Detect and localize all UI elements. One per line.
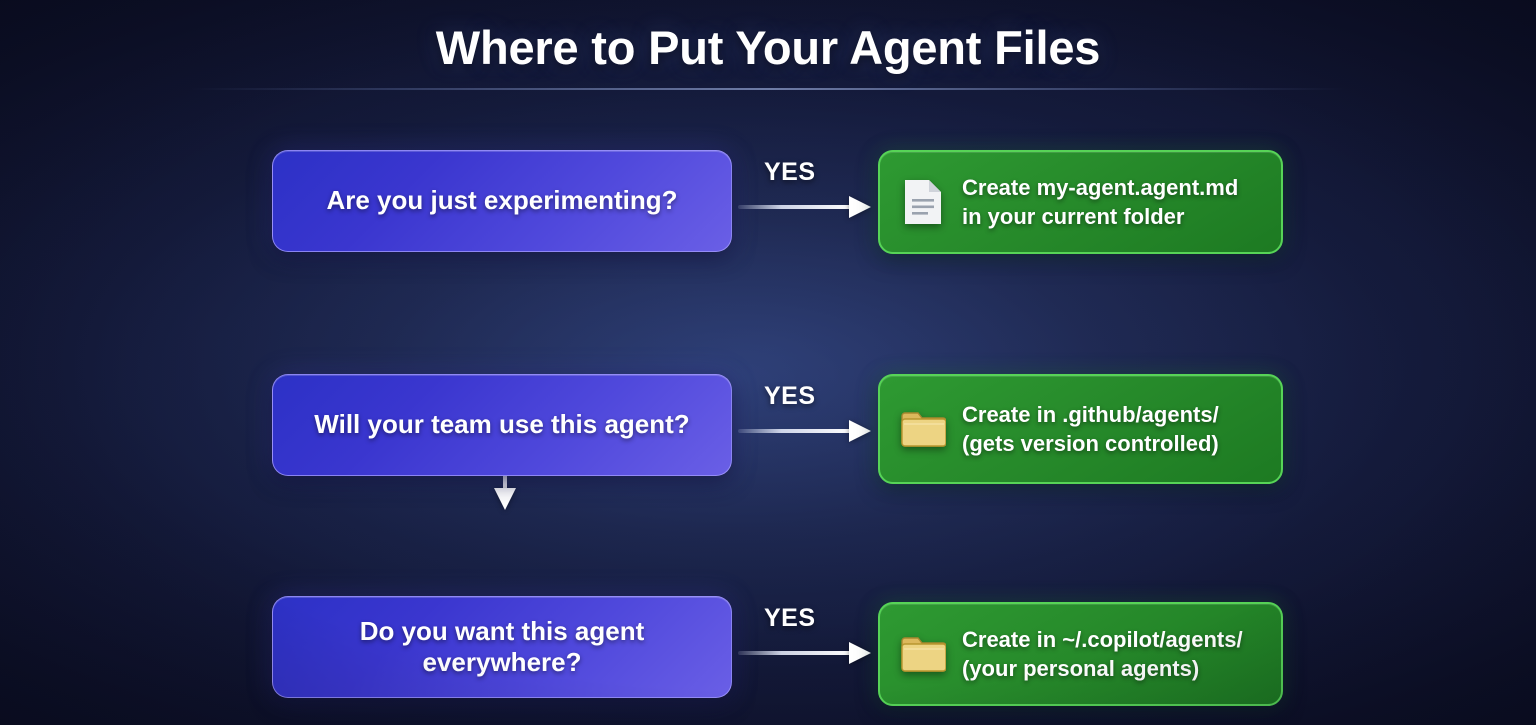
- outcome-line-2: (gets version controlled): [962, 431, 1219, 456]
- decision-box-experimenting[interactable]: Are you just experimenting?: [272, 150, 732, 252]
- yes-arrow-2: [738, 420, 878, 442]
- outcome-box-current-folder[interactable]: Create my-agent.agent.md in your current…: [878, 150, 1283, 254]
- yes-arrow-1: [738, 196, 878, 218]
- arrow-head-icon: [849, 196, 871, 218]
- arrow-head-icon: [494, 488, 516, 510]
- yes-label-1: YES: [764, 158, 816, 186]
- arrow-head-icon: [849, 642, 871, 664]
- outcome-box-github-agents[interactable]: Create in .github/agents/ (gets version …: [878, 374, 1283, 484]
- outcome-text: Create in ~/.copilot/agents/ (your perso…: [962, 625, 1243, 683]
- arrow-shaft: [738, 429, 852, 433]
- outcome-line-1: Create in ~/.copilot/agents/: [962, 626, 1243, 652]
- arrow-shaft: [738, 205, 852, 209]
- decision-label: Will your team use this agent?: [314, 409, 690, 440]
- outcome-text: Create in .github/agents/ (gets version …: [962, 400, 1219, 458]
- yes-label-2: YES: [764, 382, 816, 410]
- outcome-text: Create my-agent.agent.md in your current…: [962, 173, 1238, 231]
- outcome-box-copilot-agents[interactable]: Create in ~/.copilot/agents/ (your perso…: [878, 602, 1283, 706]
- folder-icon: [900, 629, 946, 679]
- outcome-line-1: Create in .github/agents/: [962, 401, 1219, 427]
- title-divider: [190, 88, 1346, 90]
- decision-box-everywhere[interactable]: Do you want this agent everywhere?: [272, 596, 732, 698]
- yes-arrow-3: [738, 642, 878, 664]
- yes-label-3: YES: [764, 604, 816, 632]
- page-title: Where to Put Your Agent Files: [435, 21, 1101, 74]
- decision-label: Are you just experimenting?: [326, 185, 678, 216]
- folder-icon: [900, 404, 946, 454]
- arrow-head-icon: [849, 420, 871, 442]
- decision-box-team-use[interactable]: Will your team use this agent?: [272, 374, 732, 476]
- decision-label: Do you want this agent everywhere?: [359, 615, 645, 677]
- document-icon: [900, 177, 946, 227]
- outcome-line-2: (your personal agents): [962, 656, 1200, 681]
- outcome-line-2: in your current folder: [962, 204, 1185, 229]
- arrow-shaft: [738, 651, 852, 655]
- outcome-line-1: Create my-agent.agent.md: [962, 174, 1239, 200]
